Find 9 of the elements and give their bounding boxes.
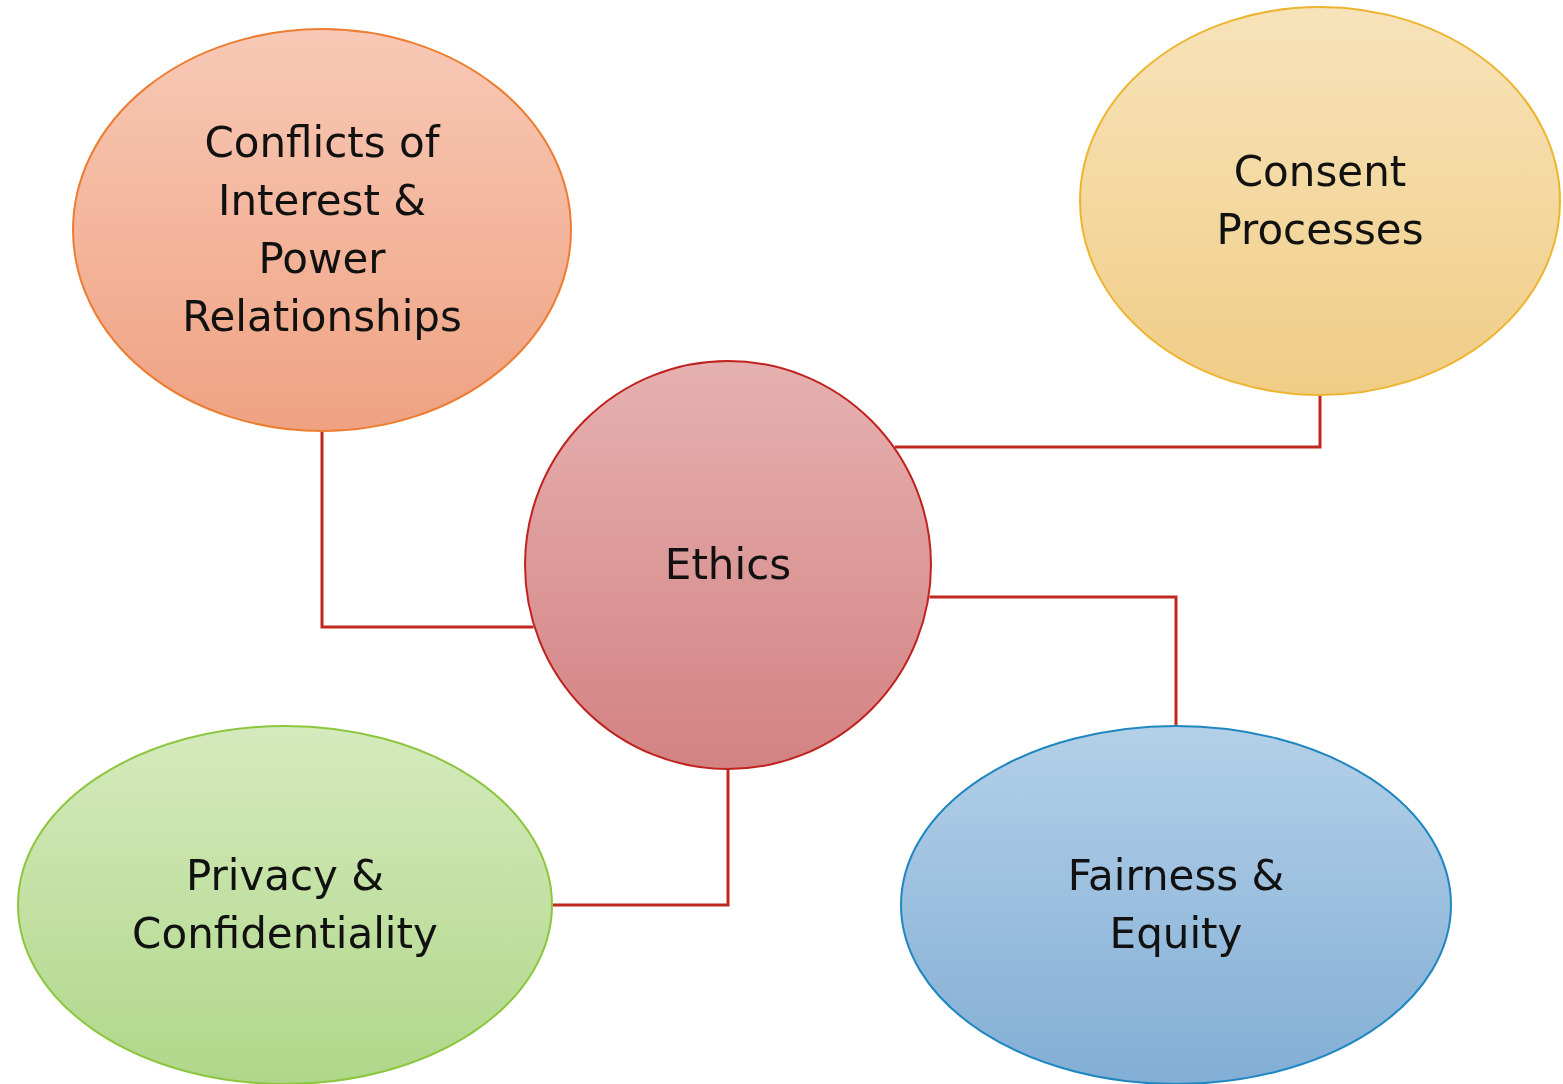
connector-line — [894, 396, 1322, 449]
connector-line — [929, 595, 1178, 725]
connector-line — [553, 770, 730, 907]
topic-label: Fairness & Equity — [1066, 850, 1286, 960]
topic-label: Conflicts of Interest & Power Relationships — [181, 117, 463, 343]
topic-label: Consent Processes — [1215, 146, 1425, 256]
topic-label: Ethics — [664, 539, 792, 591]
topic-label: Privacy & Confidentiality — [131, 850, 439, 960]
connector-line — [320, 432, 534, 629]
